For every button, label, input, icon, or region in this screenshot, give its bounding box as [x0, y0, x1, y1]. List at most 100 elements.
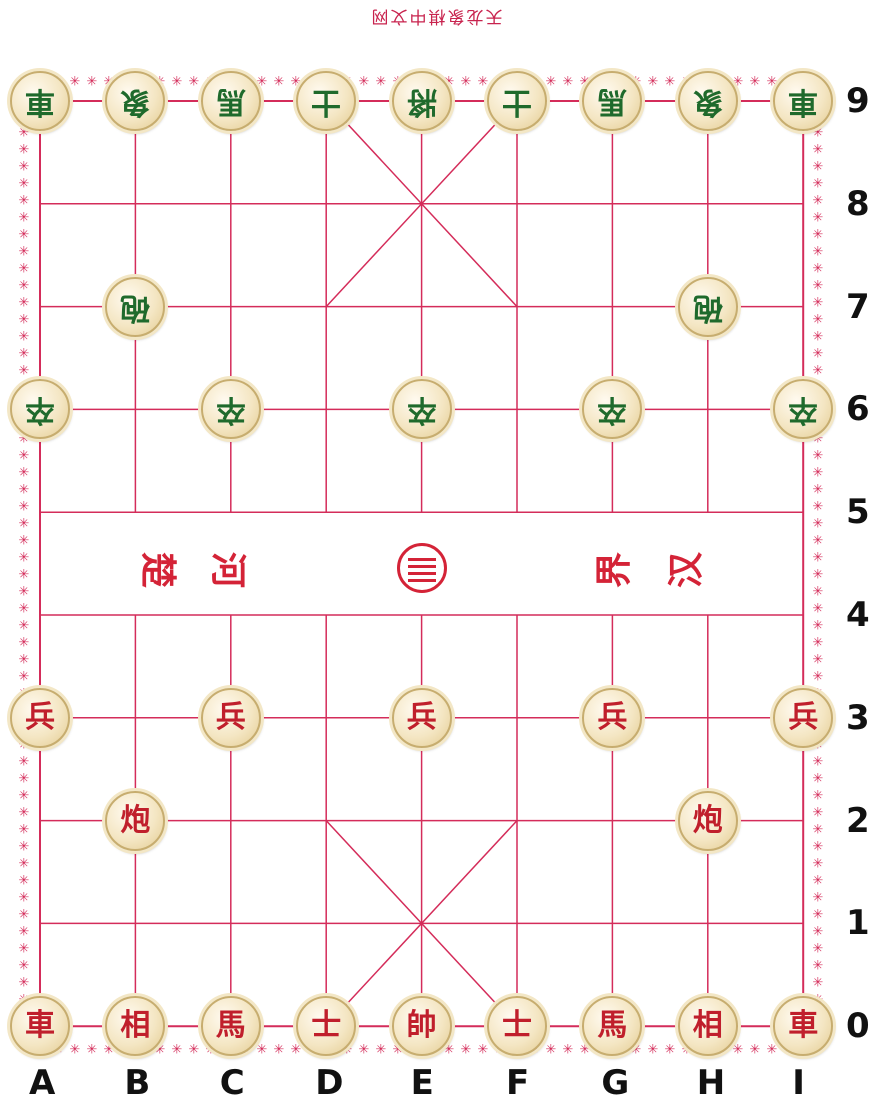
piece-glyph: 炮 [120, 806, 150, 836]
border-star-icon: ✳ [813, 211, 824, 226]
piece-glyph: 帥 [407, 1011, 437, 1041]
piece-green-h9[interactable]: 象 [678, 71, 738, 131]
border-star-icon: ✳ [563, 1043, 574, 1058]
piece-red-i3[interactable]: 兵 [773, 688, 833, 748]
border-star-icon: ✳ [19, 143, 30, 158]
piece-glyph: 象 [693, 86, 723, 116]
piece-red-e0[interactable]: 帥 [392, 996, 452, 1056]
piece-red-c3[interactable]: 兵 [201, 688, 261, 748]
border-star-icon: ✳ [19, 364, 30, 379]
border-star-icon: ✳ [813, 823, 824, 838]
border-star-icon: ✳ [19, 568, 30, 583]
piece-red-a0[interactable]: 車 [10, 996, 70, 1056]
border-star-icon: ✳ [19, 551, 30, 566]
border-star-icon: ✳ [19, 177, 30, 192]
border-star-icon: ✳ [19, 959, 30, 974]
border-star-icon: ✳ [19, 500, 30, 515]
piece-glyph: 卒 [407, 394, 437, 424]
piece-green-c6[interactable]: 卒 [201, 379, 261, 439]
piece-glyph: 砲 [120, 292, 150, 322]
file-label: H [697, 1066, 725, 1100]
file-label: C [220, 1066, 245, 1100]
border-star-icon: ✳ [19, 330, 30, 345]
piece-red-c0[interactable]: 馬 [201, 996, 261, 1056]
piece-glyph: 車 [788, 1011, 818, 1041]
border-star-icon: ✳ [19, 245, 30, 260]
piece-red-d0[interactable]: 士 [296, 996, 356, 1056]
border-star-icon: ✳ [813, 517, 824, 532]
border-star-icon: ✳ [19, 670, 30, 685]
border-star-icon: ✳ [813, 619, 824, 634]
river-char-jie: 界 [596, 552, 632, 588]
rank-label: 4 [846, 598, 870, 632]
border-star-icon: ✳ [70, 1043, 81, 1058]
river-seal-icon [397, 543, 447, 593]
border-star-icon: ✳ [19, 653, 30, 668]
border-star-icon: ✳ [19, 347, 30, 362]
piece-red-f0[interactable]: 士 [487, 996, 547, 1056]
piece-green-b9[interactable]: 象 [105, 71, 165, 131]
piece-red-i0[interactable]: 車 [773, 996, 833, 1056]
border-star-icon: ✳ [19, 772, 30, 787]
border-star-icon: ✳ [19, 313, 30, 328]
piece-green-f9[interactable]: 士 [487, 71, 547, 131]
rank-label: 5 [846, 495, 870, 529]
piece-red-a3[interactable]: 兵 [10, 688, 70, 748]
piece-glyph: 卒 [788, 394, 818, 424]
border-star-icon: ✳ [87, 75, 98, 90]
border-star-icon: ✳ [478, 1043, 489, 1058]
border-star-icon: ✳ [19, 636, 30, 651]
piece-green-i9[interactable]: 車 [773, 71, 833, 131]
border-star-icon: ✳ [733, 1043, 744, 1058]
border-star-icon: ✳ [665, 1043, 676, 1058]
border-star-icon: ✳ [461, 1043, 472, 1058]
border-star-icon: ✳ [478, 75, 489, 90]
piece-green-g9[interactable]: 馬 [582, 71, 642, 131]
border-star-icon: ✳ [813, 585, 824, 600]
border-star-icon: ✳ [359, 1043, 370, 1058]
piece-red-g3[interactable]: 兵 [582, 688, 642, 748]
border-star-icon: ✳ [19, 823, 30, 838]
piece-green-b7[interactable]: 砲 [105, 277, 165, 337]
piece-glyph: 兵 [407, 703, 437, 733]
piece-glyph: 馬 [216, 86, 246, 116]
border-star-icon: ✳ [19, 976, 30, 991]
piece-green-h7[interactable]: 砲 [678, 277, 738, 337]
piece-glyph: 馬 [597, 1011, 627, 1041]
border-star-icon: ✳ [19, 279, 30, 294]
piece-red-h0[interactable]: 相 [678, 996, 738, 1056]
piece-green-a6[interactable]: 卒 [10, 379, 70, 439]
border-star-icon: ✳ [19, 602, 30, 617]
piece-green-e9[interactable]: 將 [392, 71, 452, 131]
piece-red-b2[interactable]: 炮 [105, 791, 165, 851]
border-star-icon: ✳ [19, 925, 30, 940]
border-star-icon: ✳ [813, 772, 824, 787]
border-star-icon: ✳ [813, 483, 824, 498]
border-star-icon: ✳ [813, 806, 824, 821]
file-label: D [315, 1066, 343, 1100]
piece-glyph: 士 [502, 1011, 532, 1041]
border-star-icon: ✳ [813, 228, 824, 243]
rank-label: 7 [846, 290, 870, 324]
border-star-icon: ✳ [189, 75, 200, 90]
piece-red-h2[interactable]: 炮 [678, 791, 738, 851]
border-star-icon: ✳ [19, 228, 30, 243]
border-star-icon: ✳ [813, 279, 824, 294]
border-star-icon: ✳ [189, 1043, 200, 1058]
piece-green-a9[interactable]: 車 [10, 71, 70, 131]
piece-red-e3[interactable]: 兵 [392, 688, 452, 748]
rank-label: 1 [846, 906, 870, 940]
piece-glyph: 將 [407, 86, 437, 116]
border-star-icon: ✳ [813, 925, 824, 940]
border-star-icon: ✳ [19, 517, 30, 532]
piece-glyph: 兵 [25, 703, 55, 733]
border-star-icon: ✳ [19, 585, 30, 600]
piece-green-c9[interactable]: 馬 [201, 71, 261, 131]
border-star-icon: ✳ [813, 857, 824, 872]
piece-green-e6[interactable]: 卒 [392, 379, 452, 439]
border-star-icon: ✳ [19, 194, 30, 209]
border-star-icon: ✳ [19, 857, 30, 872]
piece-green-d9[interactable]: 士 [296, 71, 356, 131]
border-star-icon: ✳ [813, 313, 824, 328]
border-star-icon: ✳ [813, 500, 824, 515]
